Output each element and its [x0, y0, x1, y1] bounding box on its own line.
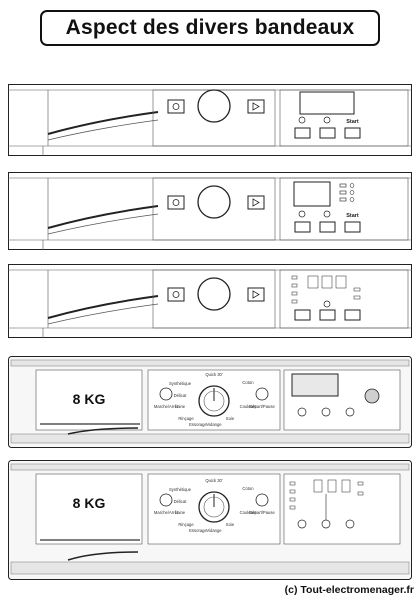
- svg-text:Rinçage: Rinçage: [178, 416, 194, 421]
- svg-text:Vidange: Vidange: [206, 422, 222, 427]
- capacity-label: 8 KG: [73, 495, 106, 511]
- option-buttons[interactable]: [297, 407, 355, 417]
- start-pause-button[interactable]: [247, 99, 265, 114]
- start-label: Start: [346, 119, 359, 125]
- lcd-display: [291, 373, 339, 397]
- capacity-label: 8 KG: [73, 391, 106, 407]
- option-knob[interactable]: [364, 388, 380, 404]
- svg-text:Synthétique: Synthétique: [169, 487, 192, 492]
- svg-text:Soie: Soie: [226, 416, 235, 421]
- program-dial[interactable]: [197, 89, 231, 123]
- svg-text:Laine: Laine: [175, 404, 186, 409]
- start-pause-button[interactable]: [247, 287, 265, 302]
- power-button[interactable]: [167, 195, 185, 210]
- eco-button[interactable]: [294, 210, 311, 233]
- dial-labels: Quick 30' Synthétique Coton Délicat Lain…: [169, 372, 256, 427]
- clock-icon: [323, 116, 331, 124]
- svg-text:Délicat: Délicat: [174, 393, 188, 398]
- svg-text:Essorage: Essorage: [189, 528, 207, 533]
- model-area: [35, 369, 143, 431]
- svg-text:Coton: Coton: [242, 486, 254, 491]
- copyright-credit: (c) Tout-electromenager.fr: [284, 584, 414, 596]
- control-panel-1: Start: [8, 84, 412, 156]
- model-area: [35, 473, 143, 545]
- program-dial[interactable]: [197, 277, 231, 311]
- eco-button[interactable]: [294, 116, 311, 139]
- svg-text:Marche/Arrêt: Marche/Arrêt: [154, 510, 179, 515]
- svg-text:Délicat: Délicat: [174, 499, 188, 504]
- power-button[interactable]: [167, 287, 185, 302]
- svg-text:Synthétique: Synthétique: [169, 381, 192, 386]
- control-panel-3: [8, 264, 412, 338]
- eco-icon: [298, 116, 306, 124]
- indicator-leds: [339, 183, 355, 202]
- svg-text:Couleurs: Couleurs: [240, 404, 257, 409]
- program-dial[interactable]: [197, 185, 231, 219]
- svg-text:Marche/Arrêt: Marche/Arrêt: [154, 404, 179, 409]
- start-button[interactable]: Start: [344, 213, 361, 233]
- clock-icon: [323, 210, 331, 218]
- svg-text:Essorage: Essorage: [189, 422, 207, 427]
- program-dial[interactable]: [198, 385, 230, 417]
- led-matrix: [291, 275, 361, 304]
- svg-text:Quick 30': Quick 30': [205, 372, 223, 377]
- delay-button[interactable]: [319, 116, 336, 139]
- svg-text:Couleurs: Couleurs: [240, 510, 257, 515]
- start-label: Start: [346, 213, 359, 219]
- on-off-button[interactable]: Marche/Arrêt: [154, 493, 179, 515]
- page-title: Aspect des divers bandeaux: [40, 10, 380, 46]
- control-panel-2: Start: [8, 172, 412, 250]
- power-button[interactable]: [167, 99, 185, 114]
- delay-button[interactable]: [319, 210, 336, 233]
- svg-text:Vidange: Vidange: [206, 528, 222, 533]
- svg-text:Départ/Pause: Départ/Pause: [249, 510, 275, 515]
- svg-text:Laine: Laine: [175, 510, 186, 515]
- svg-text:Départ/Pause: Départ/Pause: [249, 404, 275, 409]
- option-buttons[interactable]: [297, 519, 355, 529]
- program-dial[interactable]: [198, 491, 230, 523]
- option-buttons[interactable]: [294, 300, 361, 321]
- dial-labels: Quick 30' Synthétique Coton Délicat Lain…: [169, 478, 256, 533]
- lcd-display: [299, 91, 355, 115]
- start-button[interactable]: Start: [344, 119, 361, 139]
- drawer-handle-curve: [47, 111, 159, 135]
- start-pause-button[interactable]: Départ/Pause: [249, 493, 275, 515]
- led-column: [289, 481, 296, 510]
- start-pause-button[interactable]: [247, 195, 265, 210]
- svg-text:Quick 30': Quick 30': [205, 478, 223, 483]
- on-off-button[interactable]: Marche/Arrêt: [154, 387, 179, 409]
- eco-icon: [298, 210, 306, 218]
- clock-icon: [323, 300, 331, 308]
- svg-text:Coton: Coton: [242, 380, 254, 385]
- svg-text:Soie: Soie: [226, 522, 235, 527]
- svg-text:Rinçage: Rinçage: [178, 522, 194, 527]
- control-panel-5: 8 KG Quick 30' Synthétique Coton Délicat…: [8, 460, 412, 580]
- led-matrix: [313, 479, 364, 520]
- lcd-display: [293, 181, 331, 207]
- start-pause-button[interactable]: Départ/Pause: [249, 387, 275, 409]
- control-panel-4: 8 KG Quick 30' Synthétique Coton Délicat…: [8, 356, 412, 448]
